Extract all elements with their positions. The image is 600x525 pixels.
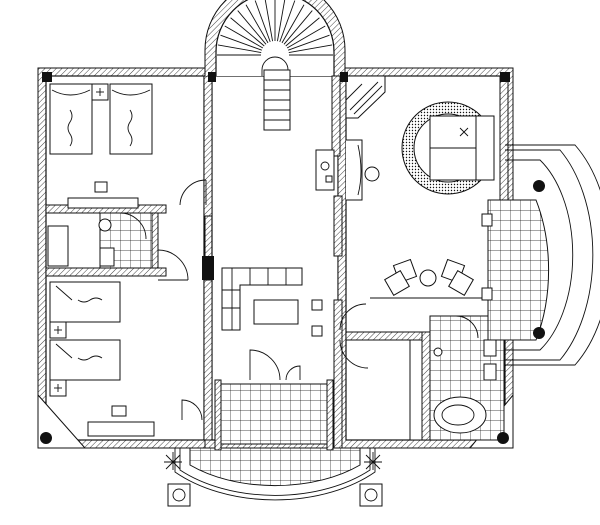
bedroom-1 <box>49 83 207 209</box>
desk <box>346 139 363 201</box>
stair-tread <box>220 34 262 51</box>
columns <box>40 72 545 444</box>
stair-tread <box>230 17 265 47</box>
stair-tread <box>288 34 330 51</box>
plant-right <box>364 452 382 470</box>
coffee-table <box>419 269 437 287</box>
l-counter <box>221 267 303 331</box>
stair-tread <box>237 10 267 45</box>
plant-left <box>164 452 182 470</box>
toilet <box>483 339 497 357</box>
bedroom-2 <box>49 249 203 437</box>
terrace-bottom <box>164 379 383 507</box>
bathtub <box>47 225 69 267</box>
wardrobe <box>67 197 139 209</box>
wardrobe <box>87 421 155 437</box>
planter <box>359 483 383 507</box>
stair-tread <box>217 44 262 54</box>
stair-tread <box>254 0 271 42</box>
bed-single-2 <box>109 83 153 155</box>
bed-single-1 <box>49 83 93 155</box>
stair-tread <box>285 17 320 47</box>
stair-tread <box>224 25 264 49</box>
chair <box>364 166 380 182</box>
stair-tread <box>286 25 326 49</box>
stair-tread <box>283 10 313 45</box>
stair-tread <box>279 0 296 42</box>
spiral-stair <box>204 0 346 157</box>
table <box>253 299 299 325</box>
bathtub-round <box>433 396 487 434</box>
toilet <box>99 247 115 267</box>
hall <box>202 149 369 451</box>
stair-tread <box>288 44 333 54</box>
bathroom-left <box>47 212 153 269</box>
sink <box>98 218 112 232</box>
stair-tread <box>264 0 274 42</box>
master-bedroom <box>345 75 509 299</box>
stair-tread <box>281 4 305 44</box>
bidet <box>483 363 497 381</box>
stair-tread <box>276 0 286 42</box>
stair-tread <box>245 4 269 44</box>
planter <box>167 483 191 507</box>
